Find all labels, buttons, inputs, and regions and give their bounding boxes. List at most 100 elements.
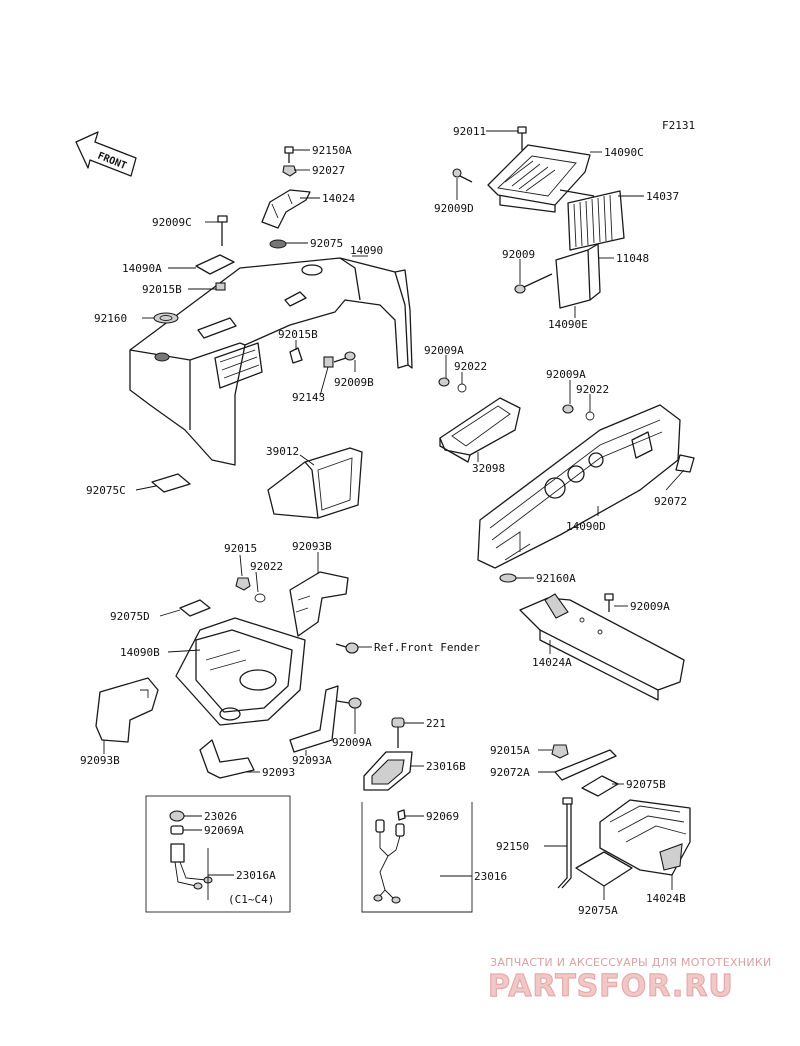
clip-92015B (289, 347, 303, 364)
bolt-92009A-panel (562, 404, 574, 414)
label-92075C: 92075C (86, 484, 126, 497)
label-32098: 32098 (472, 462, 505, 475)
leader-lines (103, 130, 685, 900)
label-23016A: 23016A (236, 869, 276, 882)
plate-14090A (195, 254, 235, 275)
label-92009A-4: 92009A (332, 736, 372, 749)
label-92009A-2: 92009A (546, 368, 586, 381)
bolt-92009C (217, 215, 228, 246)
nut-92015A (551, 744, 569, 759)
label-92143: 92143 (292, 391, 325, 404)
label-92075D: 92075D (110, 610, 150, 623)
box-23016 (361, 802, 473, 913)
label-14090: 14090 (350, 244, 383, 257)
label-14037: 14037 (646, 190, 679, 203)
socket-92069A (170, 825, 184, 835)
cap-23026 (169, 810, 185, 822)
label-14024A: 14024A (532, 656, 572, 669)
label-92009A-3: 92009A (630, 600, 670, 613)
pad-92075D (179, 599, 211, 617)
washer-92022 (457, 383, 467, 393)
label-14090B: 14090B (120, 646, 160, 659)
bolt-92009B (333, 351, 356, 363)
grommet-92160A (499, 573, 517, 583)
label-92022-2: 92022 (576, 383, 609, 396)
label-92015B-2: 92015B (278, 328, 318, 341)
label-92015A: 92015A (490, 744, 530, 757)
label-92011: 92011 (453, 125, 486, 138)
bolt-92009A-lower (336, 697, 362, 709)
bracket-14024 (261, 189, 311, 229)
pad-92075B (581, 775, 619, 797)
label-92093B-2: 92093B (80, 754, 120, 767)
label-92160A: 92160A (536, 572, 576, 585)
collar-92143 (323, 356, 334, 368)
grommet-92160 (153, 312, 179, 324)
panel-14090D (477, 404, 681, 569)
label-92009A-1: 92009A (424, 344, 464, 357)
label-92009D: 92009D (434, 202, 474, 215)
label-92009B: 92009B (334, 376, 374, 389)
label-ref-front-fender: Ref.Front Fender (374, 641, 480, 654)
label-92022-3: 92022 (250, 560, 283, 573)
label-39012: 39012 (266, 445, 299, 458)
watermark-brand: PARTSFOR.RU (488, 969, 734, 1004)
clip-92072 (675, 454, 695, 473)
front-arrow-icon: FRONT (75, 131, 137, 177)
label-23016B: 23016B (426, 760, 466, 773)
pad-92075C (151, 473, 191, 493)
bracket-92093B-upper (289, 571, 349, 637)
label-c1-c4: (C1~C4) (228, 893, 274, 906)
bolt-221 (391, 717, 405, 748)
bolt-92009A (438, 377, 450, 387)
meter-cover-14090C (487, 144, 595, 213)
label-92022-1: 92022 (454, 360, 487, 373)
bolt-92009A-14024A (604, 593, 614, 612)
clip-92072A (554, 749, 617, 781)
label-14024: 14024 (322, 192, 355, 205)
label-14090D: 14090D (566, 520, 606, 533)
bulb-92069 (397, 809, 406, 821)
harness-23016 (373, 819, 405, 904)
label-14024B: 14024B (646, 892, 686, 905)
label-92075B: 92075B (626, 778, 666, 791)
label-92015: 92015 (224, 542, 257, 555)
bracket-92093B-left (95, 677, 159, 743)
part-labels: 92011 14090C 92009D 14037 92009 11048 14… (80, 125, 687, 917)
washer-92022-panel (585, 411, 595, 421)
label-92075A: 92075A (578, 904, 618, 917)
watermark: ЗАПЧАСТИ И АКСЕССУАРЫ ДЛЯ МОТОТЕХНИКИ PA… (487, 956, 771, 1005)
bolt-92009D (452, 168, 473, 183)
harness-23016A (170, 843, 213, 890)
label-92009C: 92009C (152, 216, 192, 229)
label-92015B: 92015B (142, 283, 182, 296)
bolt-ref-front-fender (335, 642, 359, 654)
rod-92150 (557, 797, 573, 889)
grommet-92075 (269, 239, 287, 249)
front-cover-14090 (129, 257, 413, 466)
lamp-23016B (363, 751, 413, 791)
bracket-92093 (199, 739, 255, 779)
label-14090A: 14090A (122, 262, 162, 275)
label-92072: 92072 (654, 495, 687, 508)
label-14090C: 14090C (604, 146, 644, 159)
label-92072A: 92072A (490, 766, 530, 779)
tray-14090B (175, 617, 306, 726)
label-92150: 92150 (496, 840, 529, 853)
nut-92015B (215, 282, 226, 291)
label-92069A: 92069A (204, 824, 244, 837)
label-92075: 92075 (310, 237, 343, 250)
label-92093B-1: 92093B (292, 540, 332, 553)
label-23026: 23026 (204, 810, 237, 823)
label-14090E: 14090E (548, 318, 588, 331)
heatsink-14037 (567, 190, 625, 251)
cover-14024B (599, 799, 691, 876)
label-11048: 11048 (616, 252, 649, 265)
label-221: 221 (426, 717, 446, 730)
label-92093: 92093 (262, 766, 295, 779)
nut-92027 (282, 165, 297, 177)
label-92150A: 92150A (312, 144, 352, 157)
box-23016A (145, 795, 291, 913)
label-92027: 92027 (312, 164, 345, 177)
